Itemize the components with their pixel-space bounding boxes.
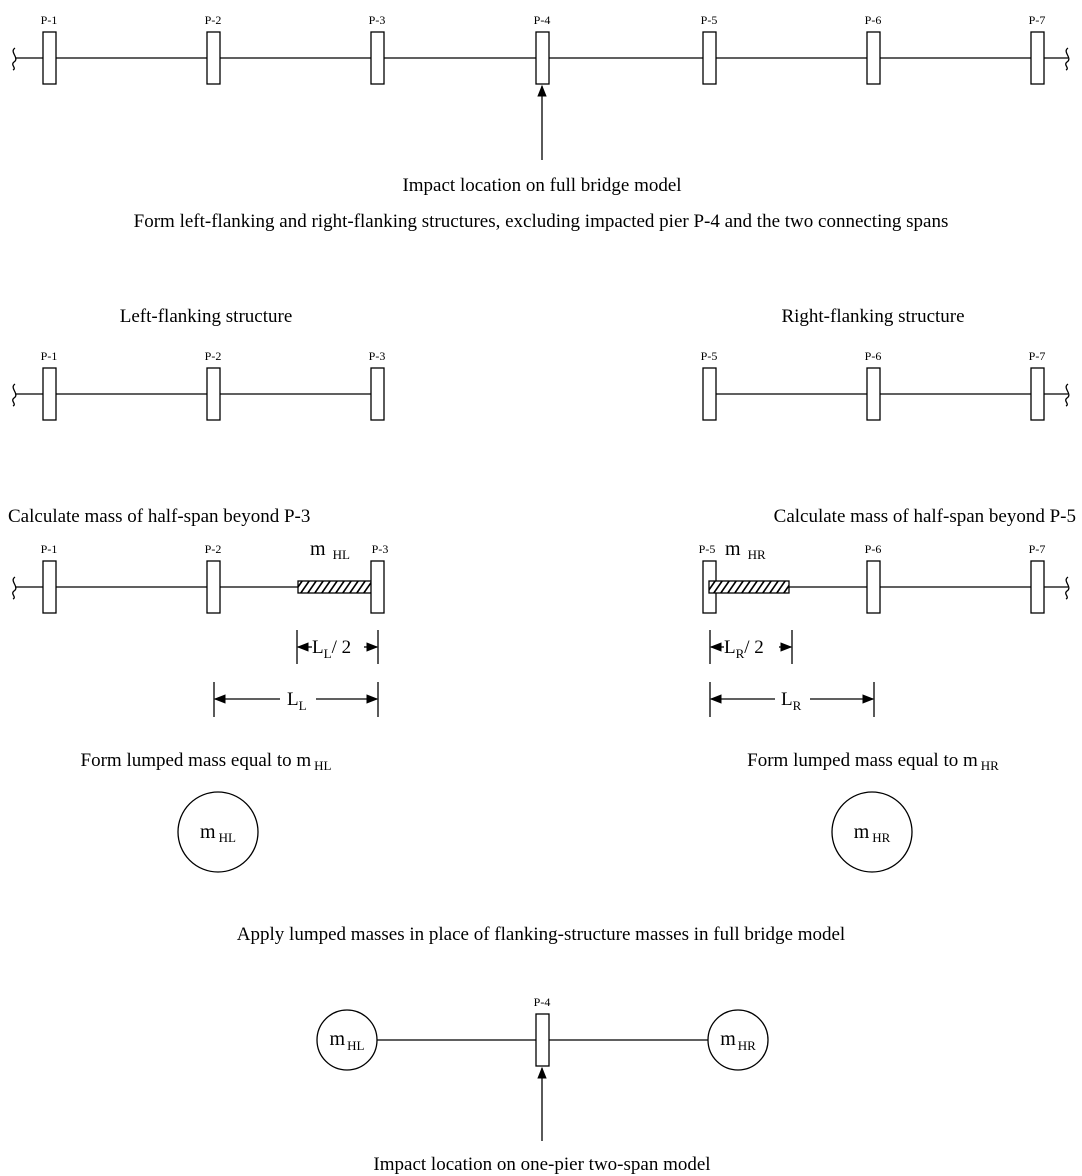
left-mass-label: m HL	[310, 538, 350, 562]
break-symbol-left	[12, 47, 17, 71]
pier-p4: P-4	[534, 13, 551, 85]
right-mass-node	[707, 1009, 769, 1071]
pier-label: P-7	[1029, 13, 1046, 27]
left-calc-caption: Calculate mass of half-span beyond P-3	[8, 506, 310, 527]
pier-label: P-5	[701, 13, 718, 27]
break-symbol-right	[1065, 47, 1070, 71]
pier-p2: P-2	[205, 349, 222, 421]
pier-p7: P-7	[1029, 542, 1046, 614]
pier-p6: P-6	[865, 13, 882, 85]
pier-p5: P-5	[701, 13, 718, 85]
pier-label: P-7	[1029, 349, 1046, 363]
pier-p1: P-1	[41, 13, 58, 85]
full-bridge-model: P-1 P-2 P-3 P-4 P-5 P-6 P-7 Impact locat…	[12, 13, 1070, 232]
pier-label: P-2	[205, 349, 222, 363]
left-mass-circle	[177, 791, 259, 873]
pier-p2: P-2	[205, 13, 222, 85]
pier-p6: P-6	[865, 542, 882, 614]
break-symbol-right	[1065, 576, 1070, 600]
left-half-dim-label: LL/ 2	[312, 637, 351, 661]
pier-label: P-3	[369, 13, 386, 27]
pier-label: P-4	[534, 995, 551, 1009]
pier-label: P-6	[865, 349, 882, 363]
right-mass-label: m HR	[725, 538, 766, 562]
pier-label: P-1	[41, 542, 58, 556]
pier-p3: P-3	[370, 542, 389, 614]
pier-p1: P-1	[41, 349, 58, 421]
impact-caption: Impact location on one-pier two-span mod…	[373, 1154, 710, 1175]
pier-p5: P-5	[701, 349, 718, 421]
pier-label: P-6	[865, 13, 882, 27]
impact-caption: Impact location on full bridge model	[402, 175, 681, 196]
one-pier-two-span-model: Apply lumped masses in place of flanking…	[237, 924, 845, 1175]
pier-label: P-1	[41, 13, 58, 27]
pier-p3: P-3	[369, 13, 386, 85]
pier-label: P-4	[534, 13, 551, 27]
apply-caption: Apply lumped masses in place of flanking…	[237, 924, 845, 945]
right-title: Right-flanking structure	[781, 306, 964, 327]
pier-label: P-5	[699, 542, 716, 556]
pier-p2: P-2	[205, 542, 222, 614]
break-symbol-left	[12, 576, 17, 600]
pier-p4: P-4	[534, 995, 551, 1067]
pier-label: P-6	[865, 542, 882, 556]
pier-p3: P-3	[369, 349, 386, 421]
pier-label: P-1	[41, 349, 58, 363]
right-flanking-structure: Right-flanking structure P-5 P-6 P-7	[701, 306, 1070, 421]
left-title: Left-flanking structure	[120, 306, 293, 327]
step-caption: Form left-flanking and right-flanking st…	[134, 211, 949, 232]
left-half-span-calc: Calculate mass of half-span beyond P-3 P…	[8, 506, 388, 717]
pier-label: P-2	[205, 13, 222, 27]
pier-label: P-3	[369, 349, 386, 363]
pier-p6: P-6	[865, 349, 882, 421]
pier-label: P-7	[1029, 542, 1046, 556]
pier-label: P-3	[372, 542, 389, 556]
right-half-span-calc: Calculate mass of half-span beyond P-5 P…	[699, 506, 1076, 717]
left-flanking-structure: Left-flanking structure P-1 P-2 P-3	[12, 306, 386, 421]
right-half-span-hatch	[708, 580, 790, 594]
pier-p1: P-1	[41, 542, 58, 614]
pier-label: P-2	[205, 542, 222, 556]
pier-p7: P-7	[1029, 349, 1046, 421]
right-mass-circle	[831, 791, 913, 873]
right-full-dim-label: LR	[781, 689, 802, 713]
break-symbol-left	[12, 383, 17, 407]
pier-label: P-5	[701, 349, 718, 363]
right-calc-caption: Calculate mass of half-span beyond P-5	[774, 506, 1076, 527]
left-half-span-hatch	[297, 580, 376, 594]
left-full-dim-label: LL	[287, 689, 307, 713]
left-mass-node	[316, 1009, 378, 1071]
break-symbol-right	[1065, 383, 1070, 407]
pier-p5: P-5	[699, 542, 717, 614]
pier-p7: P-7	[1029, 13, 1046, 85]
right-half-dim-label: LR/ 2	[724, 637, 764, 661]
